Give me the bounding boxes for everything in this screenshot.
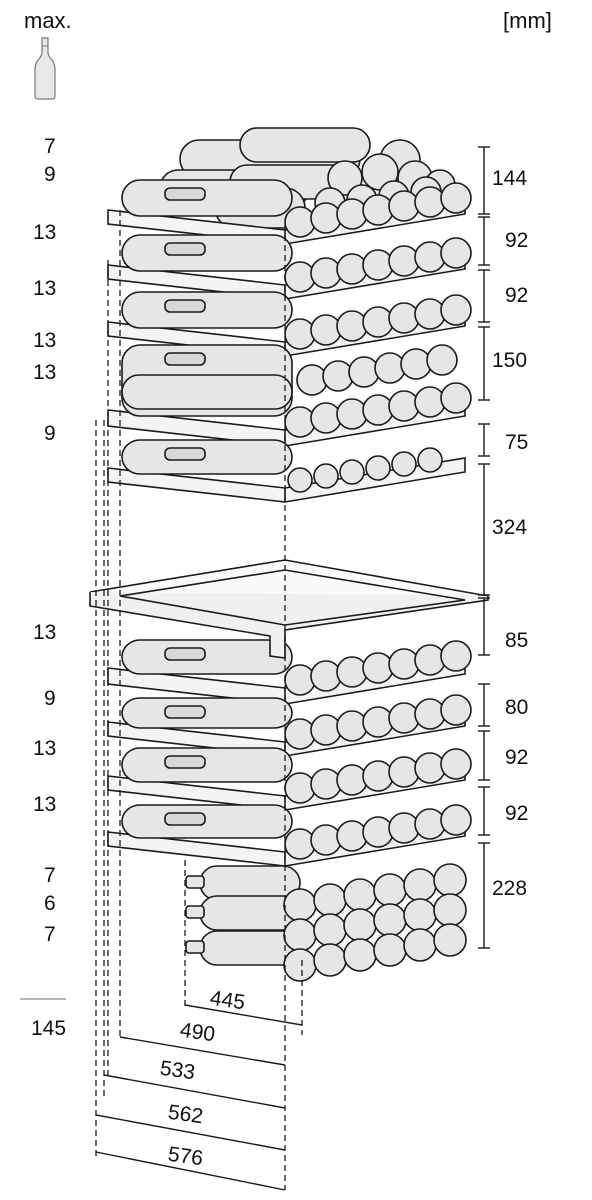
bottle-count-13: 6 (44, 892, 56, 915)
depth-value-3: 533 (158, 1056, 197, 1085)
bottle-count-11: 13 (33, 793, 57, 816)
shelf-7 (107, 694, 472, 757)
height-value-4: 150 (492, 349, 528, 372)
height-dimension-2 (478, 216, 490, 266)
bottle-count-7: 9 (44, 422, 56, 445)
height-value-9: 92 (505, 746, 529, 769)
depth-dimension-1 (184, 1004, 303, 1026)
shelf-8 (107, 747, 472, 811)
bottle-count-12: 7 (44, 864, 56, 887)
height-dimension-3 (478, 269, 490, 323)
height-value-6: 324 (492, 516, 528, 539)
height-value-1: 144 (492, 167, 528, 190)
bottle-count-4: 13 (33, 277, 57, 300)
height-value-5: 75 (505, 431, 529, 454)
bottle-count-8: 13 (33, 621, 57, 644)
height-dimension-9 (478, 730, 490, 781)
depth-value-1: 445 (208, 986, 247, 1015)
shelf-5 (107, 439, 466, 503)
unit-label: [mm] (503, 8, 552, 33)
height-dimension-1 (478, 146, 490, 215)
depth-dimension-4 (95, 1114, 286, 1151)
depth-value-4: 562 (166, 1100, 205, 1129)
bottle-count-5: 13 (33, 329, 57, 352)
dashed-reference-lines (95, 210, 303, 1190)
bottle-count-2: 9 (44, 163, 56, 186)
height-value-3: 92 (505, 284, 529, 307)
max-label: max. (24, 8, 72, 33)
height-dimension-10 (478, 786, 490, 836)
bottle-count-1: 7 (44, 135, 56, 158)
shelf-4 (107, 344, 472, 447)
shelf-1 (107, 179, 472, 245)
bottle-count-9: 9 (44, 687, 56, 710)
shelf-6 (107, 639, 472, 705)
height-dimension-5 (478, 423, 490, 457)
bottle-count-3: 13 (33, 221, 57, 244)
shelf-2 (107, 234, 472, 300)
height-value-10: 92 (505, 802, 529, 825)
height-value-8: 80 (505, 696, 529, 719)
depth-value-5: 576 (166, 1142, 205, 1171)
shelf-9 (107, 804, 472, 867)
depth-dimension-3 (103, 1074, 286, 1109)
height-value-7: 85 (505, 629, 529, 652)
height-dimension-6 (478, 463, 490, 596)
height-dimension-4 (478, 326, 490, 401)
height-dimension-7 (478, 597, 490, 656)
bottle-count-14: 7 (44, 923, 56, 946)
height-value-11: 228 (492, 877, 528, 900)
depth-dimension-5 (95, 1151, 286, 1191)
height-dimension-8 (478, 683, 490, 727)
depth-dimension-2 (119, 1036, 286, 1066)
total-bottles: 145 (31, 1017, 67, 1040)
bottom-bottle-stack (185, 863, 467, 982)
height-value-2: 92 (505, 229, 529, 252)
depth-value-2: 490 (178, 1018, 217, 1047)
height-dimension-11 (478, 842, 490, 949)
bottle-count-10: 13 (33, 737, 57, 760)
bottle-count-6: 13 (33, 361, 57, 384)
